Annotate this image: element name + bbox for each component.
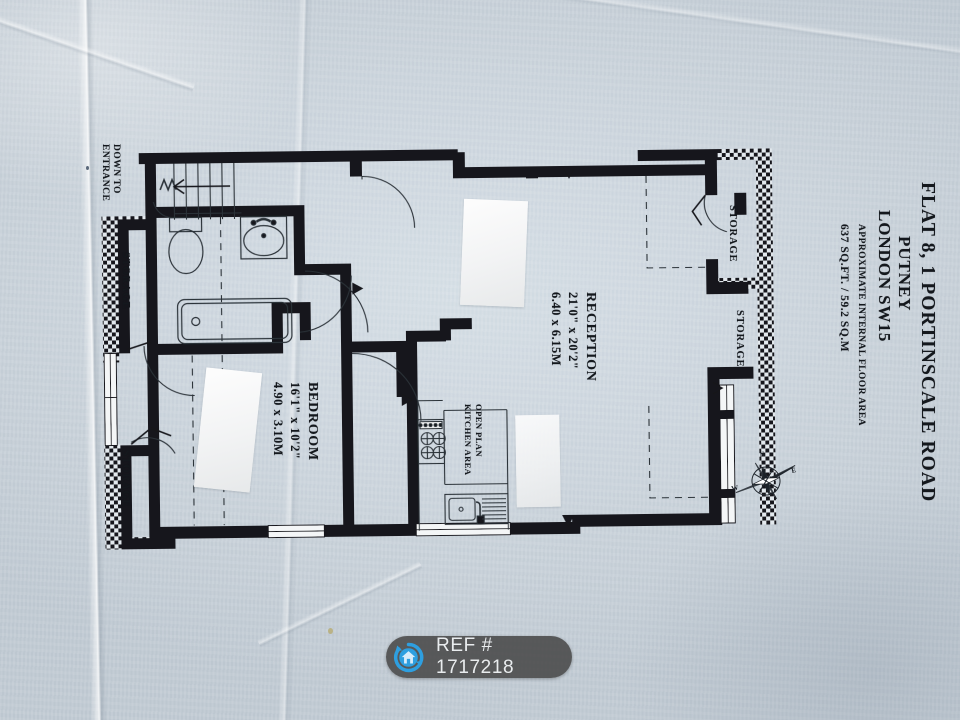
room-label-reception-name: RECEPTION (583, 292, 598, 382)
annotation-down-to-entrance-line2: ENTRANCE (100, 144, 110, 202)
paper-speck (86, 166, 89, 170)
compass-rose-icon: N S E W (731, 450, 798, 511)
storage-label-lower-left: STORAGE (120, 450, 131, 508)
windows (103, 352, 736, 539)
bathroom-fixtures (168, 215, 293, 345)
room-label-bedroom-name: BEDROOM (305, 382, 320, 461)
storage-label-upper-right: STORAGE (727, 205, 738, 263)
storage-label-lower-right: STORAGE (734, 310, 745, 368)
paper-patch-kitchen (515, 414, 561, 508)
wash-basin-fixture (239, 215, 288, 260)
title-line-address: FLAT 8, 1 PORTINSCALE ROAD (917, 182, 938, 503)
kitchen-fixtures (417, 399, 509, 531)
hob-cooker-fixture (417, 418, 446, 465)
staircase (152, 162, 242, 220)
door-swings (130, 175, 728, 454)
area-note: APPROXIMATE INTERNAL FLOOR AREA (856, 224, 866, 426)
compass-label-east: E (791, 466, 798, 475)
room-label-bedroom-dim-imperial: 16'1" x 10'2" (288, 382, 302, 460)
door-leaves (127, 194, 706, 445)
compass-label-south: S (767, 502, 773, 511)
home-refresh-icon (393, 642, 424, 672)
paper-speck (328, 628, 333, 634)
paper-patch-reception (459, 198, 529, 308)
ref-badge[interactable]: REF # 1717218 (386, 635, 572, 678)
door-markers (352, 166, 724, 527)
room-label-reception-dim-imperial: 21'0" x 20'2" (566, 292, 580, 370)
kitchen-sink-fixture (444, 493, 509, 525)
title-line-district: PUTNEY (895, 236, 914, 312)
structural-walls (117, 149, 754, 550)
area-value: 637 SQ.FT. / 59.2 SQ.M (838, 224, 850, 353)
annotation-down-to-entrance-line1: DOWN TO (111, 144, 121, 194)
toilet-fixture (168, 216, 204, 275)
compass-label-west: W (731, 483, 740, 492)
storage-label-upper-left: STORAGE (120, 252, 131, 310)
room-label-reception-dim-metric: 6.40 x 6.15M (549, 292, 563, 367)
ref-badge-label: REF # 1717218 (436, 635, 515, 678)
room-label-bedroom-dim-metric: 4.90 x 3.10M (271, 382, 285, 457)
room-label-kitchen-line2: KITCHEN AREA (463, 404, 473, 476)
title-line-postcode: LONDON SW15 (875, 210, 894, 343)
bathtub-fixture (176, 297, 293, 345)
room-label-kitchen-line1: OPEN PLAN (474, 404, 484, 458)
compass-label-north: N (759, 450, 766, 459)
